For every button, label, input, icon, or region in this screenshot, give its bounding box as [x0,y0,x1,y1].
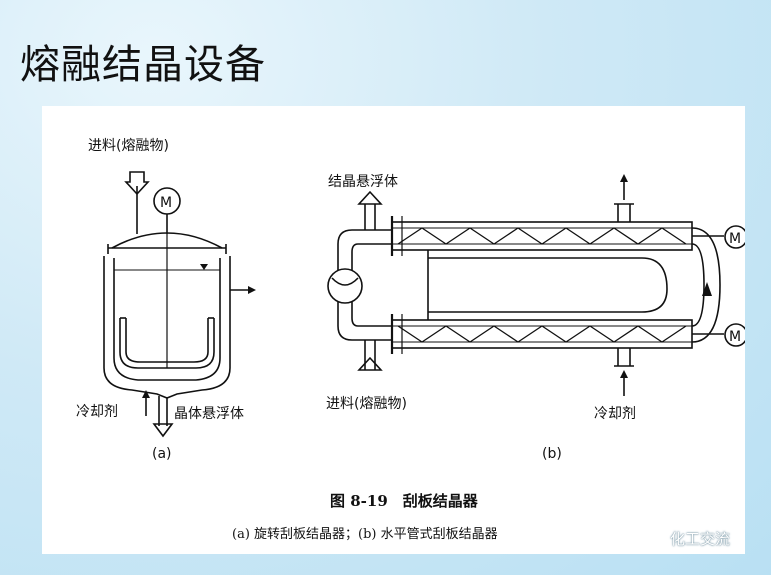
rotary-crystallizer: M [76,138,256,462]
motor-icon: M [153,187,181,234]
product-label-a: 晶体悬浮体 [174,406,244,422]
coolant-inlet-arrow [142,390,150,416]
motor-label: M [160,195,172,211]
figure-caption: 图 8-19 刮板结晶器 [330,492,479,510]
svg-text:M: M [729,329,741,345]
coolant-label-a: 冷却剂 [76,404,118,420]
liquid-level-icon [200,264,208,270]
flow-direction-arrow [702,282,712,296]
svg-text:M: M [729,231,741,247]
panel-label-b: (b) [542,446,562,462]
product-outlet-arrow [152,396,174,438]
pump-icon [327,268,363,304]
feed-label-b: 进料(熔融物) [326,396,407,412]
figure-panel: M [42,106,745,554]
product-outlet-arrow-b [357,190,383,230]
feed-inlet-arrow [124,171,150,234]
figure-subcaption: (a) 旋转刮板结晶器；(b) 水平管式刮板结晶器 [232,527,498,542]
feed-inlet-arrow-b [357,340,383,371]
crystallizer-diagram: M [76,138,745,542]
motor-top-icon: M [692,225,745,249]
coolant-inlet-nozzle [614,348,634,396]
motor-bottom-icon: M [692,323,745,347]
watermark: 化工交流 [640,528,730,549]
coolant-outlet-nozzle [614,174,634,222]
product-label-b: 结晶悬浮体 [328,174,398,190]
coolant-label-b: 冷却剂 [594,406,636,422]
wechat-icon [640,529,664,547]
horizontal-tube-crystallizer: M M [326,174,745,462]
watermark-text: 化工交流 [670,530,731,548]
feed-label-a: 进料(熔融物) [88,138,169,154]
panel-label-a: (a) [152,446,172,462]
slide-title: 熔融结晶设备 [20,42,266,88]
overflow-outlet-arrow [230,286,256,294]
